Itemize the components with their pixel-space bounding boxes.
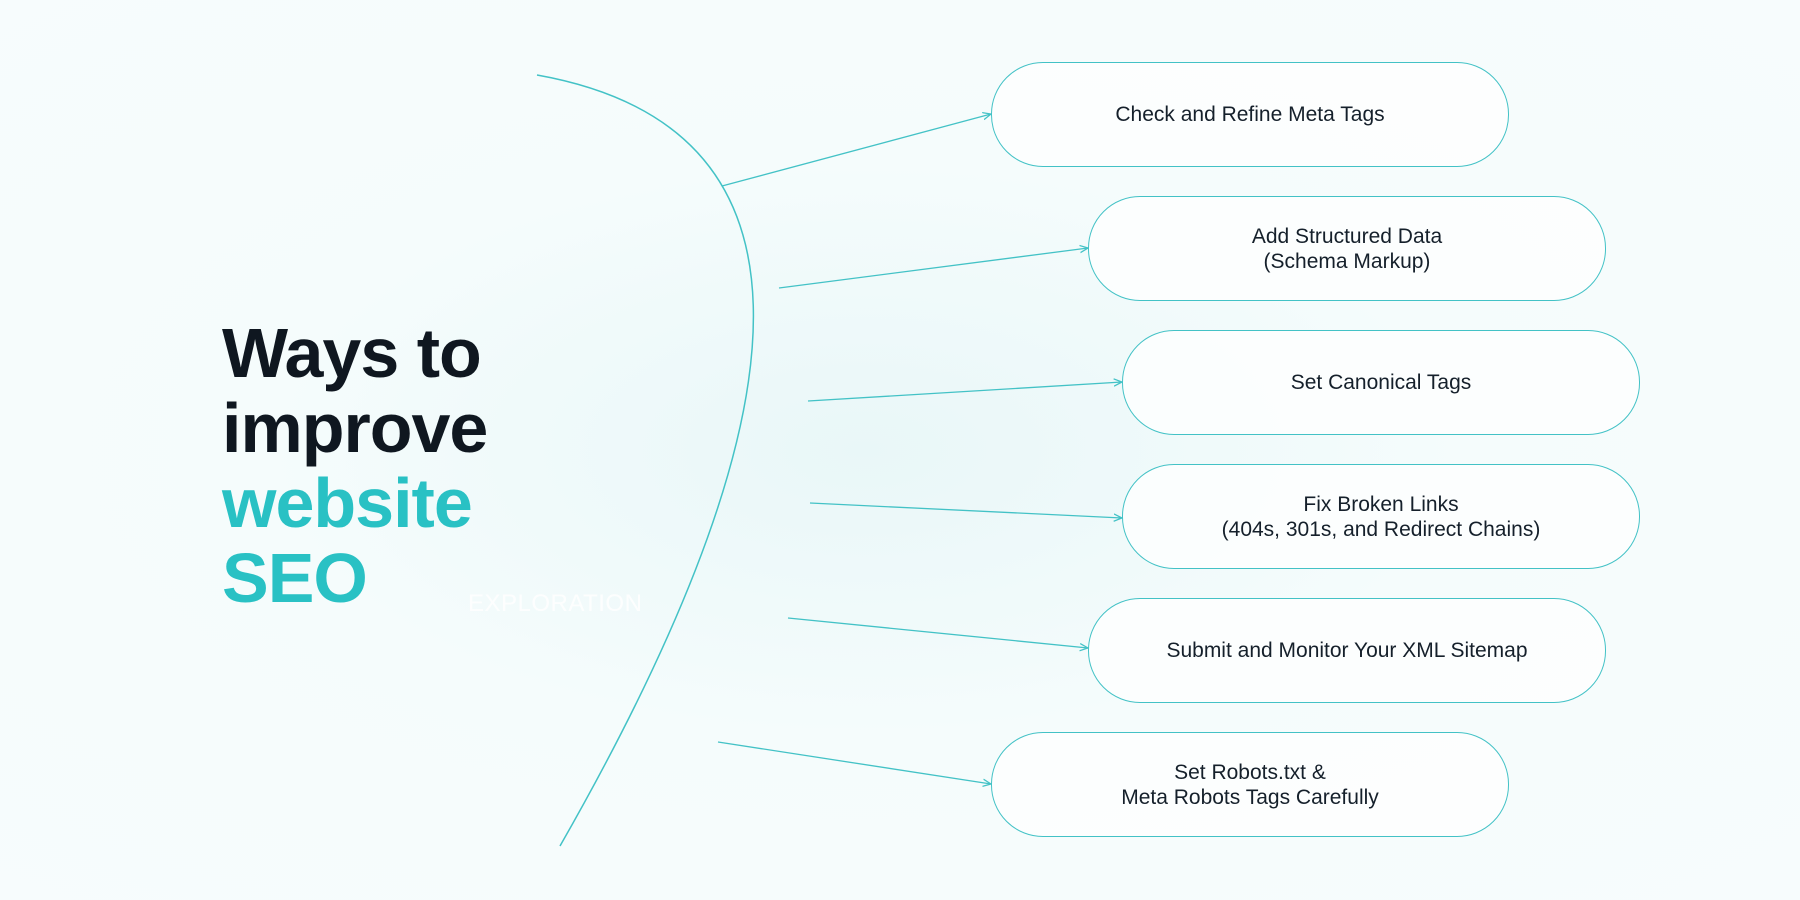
item-canonical-tags: Set Canonical Tags: [1122, 330, 1640, 435]
connector-4: [809, 502, 1122, 518]
faint-label: EXPLORATION: [468, 590, 643, 617]
item-xml-sitemap: Submit and Monitor Your XML Sitemap: [1088, 598, 1606, 703]
title-line-2: improve: [222, 389, 488, 467]
title-line-3: website: [222, 464, 473, 542]
main-arc: [536, 74, 755, 847]
page-title: Ways to improve website SEO: [222, 314, 488, 617]
item-structured-data: Add Structured Data (Schema Markup): [1088, 196, 1606, 301]
item-meta-tags: Check and Refine Meta Tags: [991, 62, 1509, 167]
connector-1: [721, 114, 991, 187]
item-robots-txt: Set Robots.txt & Meta Robots Tags Carefu…: [991, 732, 1509, 837]
connector-3: [807, 382, 1122, 402]
title-line-4: SEO: [222, 539, 368, 617]
connector-5: [787, 617, 1088, 648]
title-line-1: Ways to: [222, 314, 482, 392]
connector-2: [778, 248, 1088, 289]
item-broken-links: Fix Broken Links (404s, 301s, and Redire…: [1122, 464, 1640, 569]
connector-6: [717, 741, 991, 784]
